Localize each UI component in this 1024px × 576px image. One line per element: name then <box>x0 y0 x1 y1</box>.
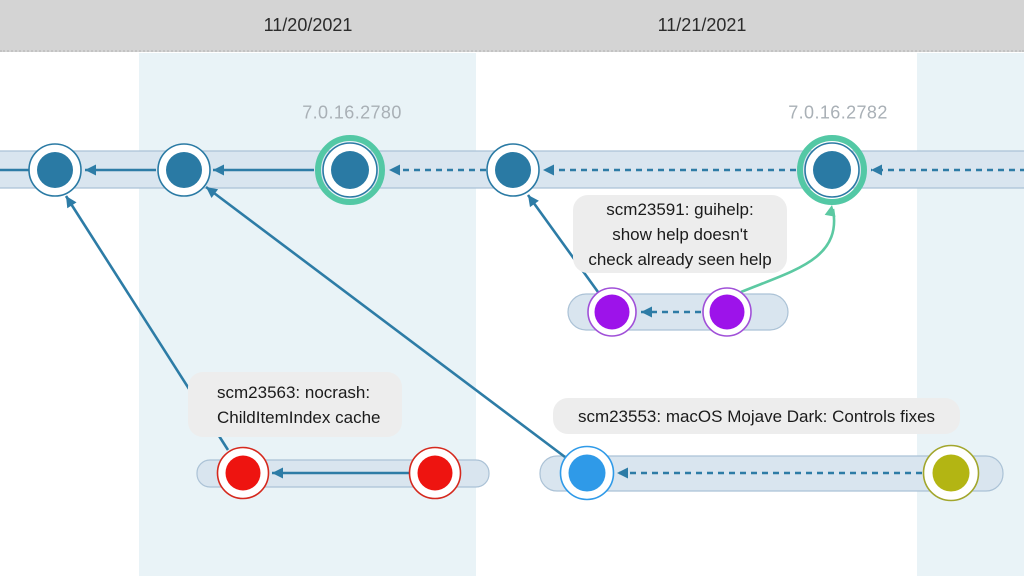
commit-node-main-commit-1[interactable] <box>28 143 82 197</box>
version-tag-2780: 7.0.16.2780 <box>302 102 402 123</box>
green-merge-curve <box>740 208 836 294</box>
date-header: 11/20/2021 11/21/2021 <box>0 0 1024 52</box>
commit-node-dot <box>37 152 73 188</box>
commit-node-dot <box>225 455 261 491</box>
merge-link <box>205 185 566 459</box>
commit-node-dot <box>932 454 970 492</box>
date-label-2: 11/21/2021 <box>657 15 747 35</box>
date-label-1: 11/20/2021 <box>263 15 353 35</box>
commit-node-purple-commit-2[interactable] <box>702 287 752 337</box>
arrowhead-icon <box>213 164 224 176</box>
commit-node-dot <box>417 455 453 491</box>
arrowhead-icon <box>617 467 628 479</box>
commit-node-dot <box>594 294 630 330</box>
arrowhead-icon <box>206 187 219 199</box>
commit-node-dot <box>813 151 851 189</box>
tooltip-scm23591: scm23591: guihelp: show help doesn't che… <box>573 195 787 273</box>
commit-node-main-commit-2780[interactable] <box>315 135 385 205</box>
commit-node-olive-commit-1[interactable] <box>922 444 980 502</box>
version-tag-2782: 7.0.16.2782 <box>788 102 888 123</box>
arrowhead-icon <box>85 164 96 176</box>
arrowhead-icon <box>272 467 283 479</box>
arrowhead-icon <box>641 306 652 318</box>
commit-node-main-commit-2[interactable] <box>157 143 211 197</box>
commit-node-main-commit-2782[interactable] <box>797 135 867 205</box>
commit-node-red-commit-1[interactable] <box>216 446 270 500</box>
commit-node-red-commit-2[interactable] <box>408 446 462 500</box>
version-tag-ring <box>315 135 385 205</box>
tooltip-scm23563: scm23563: nocrash: ChildItemIndex cache <box>188 372 402 437</box>
arrowhead-icon <box>389 164 400 176</box>
commit-node-dot <box>495 152 531 188</box>
arrowhead-icon <box>66 196 77 209</box>
arrowhead-icon <box>871 164 882 176</box>
arrowhead-icon <box>528 195 539 208</box>
version-tag-ring <box>797 135 867 205</box>
arrowhead-icon <box>543 164 554 176</box>
arrowhead-icon <box>824 205 836 217</box>
bottom-branch-pill <box>539 455 1004 492</box>
commit-node-dot <box>331 151 369 189</box>
commit-node-blue-commit-1[interactable] <box>559 445 615 501</box>
merge-link <box>526 194 600 293</box>
commit-node-dot <box>709 294 745 330</box>
tooltip-scm23553: scm23553: macOS Mojave Dark: Controls fi… <box>553 398 960 434</box>
commit-node-main-commit-4[interactable] <box>486 143 540 197</box>
commit-node-dot <box>568 454 606 492</box>
commit-node-dot <box>166 152 202 188</box>
commit-node-purple-commit-1[interactable] <box>587 287 637 337</box>
